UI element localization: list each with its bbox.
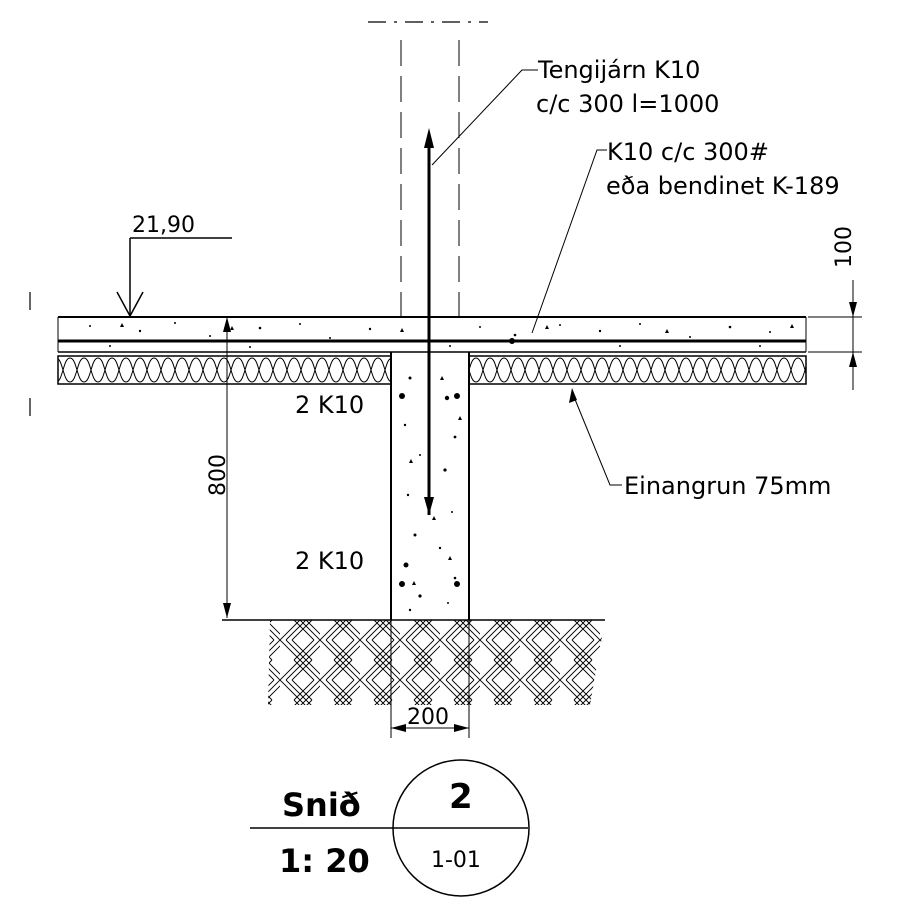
slab-thickness-value: 100 xyxy=(832,226,857,268)
beam-rebar-top-label: 2 K10 xyxy=(295,391,364,419)
sheet-reference: 1-01 xyxy=(431,848,481,873)
beam-aggregate-dots xyxy=(403,376,462,612)
slab-mesh-alternative: eða bendinet K-189 xyxy=(606,172,840,200)
section-label: Snið xyxy=(282,786,361,824)
connecting-rebar-spacing: c/c 300 l=1000 xyxy=(536,90,719,118)
leader-lines xyxy=(431,69,622,486)
connecting-rebar-label: Tengijárn K10 xyxy=(537,56,700,84)
connecting-rebar xyxy=(424,128,434,515)
level-marker: 21,90 xyxy=(29,213,232,416)
beam-width-dimension: 200 xyxy=(390,620,470,738)
foundation-beam xyxy=(390,352,470,620)
section-title-block: Snið 1: 20 2 1-01 xyxy=(250,759,530,897)
insulation xyxy=(57,355,807,385)
slab xyxy=(57,316,807,353)
slab-aggregate-dots xyxy=(89,322,794,348)
slab-mesh-label: K10 c/c 300# xyxy=(607,138,769,166)
scale-label: 1: 20 xyxy=(279,842,370,880)
beam-width-value: 200 xyxy=(407,705,449,730)
beam-depth-value: 800 xyxy=(206,454,231,496)
section-number: 2 xyxy=(449,777,473,817)
level-value: 21,90 xyxy=(132,213,195,238)
slab-thickness-dimension: 100 xyxy=(808,226,862,390)
beam-depth-dimension: 800 xyxy=(206,317,231,618)
column-outline xyxy=(368,21,488,318)
beam-rebar-bottom-label: 2 K10 xyxy=(295,547,364,575)
soil xyxy=(222,619,605,705)
insulation-label: Einangrun 75mm xyxy=(624,472,831,500)
